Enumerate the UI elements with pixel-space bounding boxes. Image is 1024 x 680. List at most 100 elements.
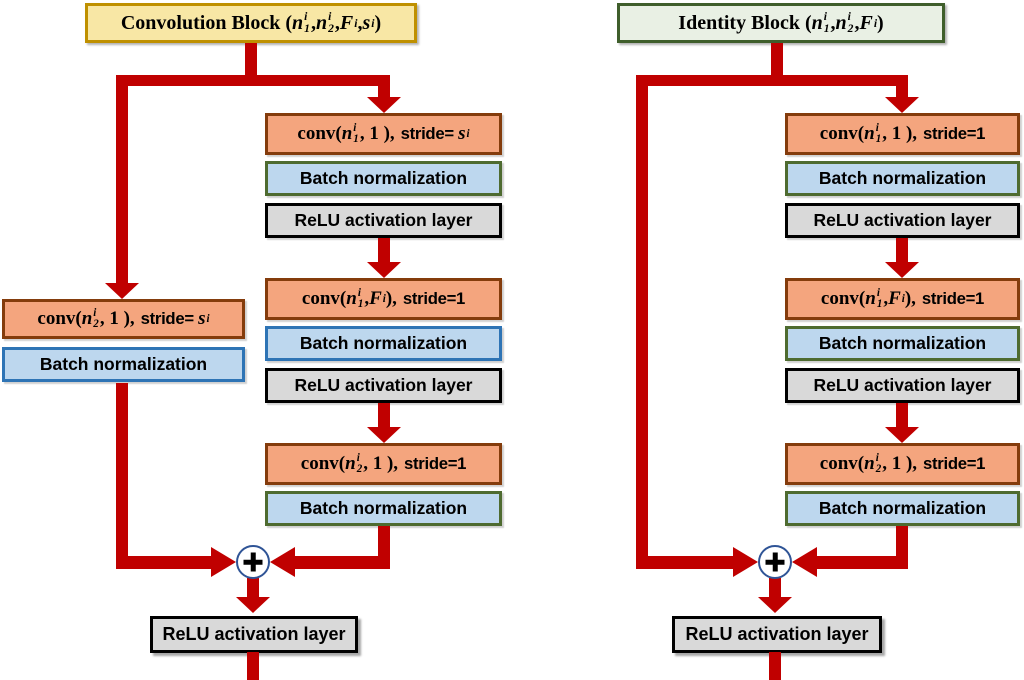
math-superscript: i bbox=[875, 121, 879, 134]
arrow-into-plus-left bbox=[733, 547, 758, 577]
label-text: conv( bbox=[819, 123, 865, 144]
plus-icon bbox=[772, 552, 778, 572]
label-text: , bbox=[357, 11, 363, 34]
arrow-into-conv1 bbox=[367, 97, 401, 113]
connector-merge-right-bar bbox=[293, 556, 390, 569]
math-variable: n bbox=[865, 288, 876, 309]
arrow-into-skip-conv bbox=[105, 283, 139, 299]
connector-plus-to-relu bbox=[769, 578, 781, 597]
math-subscript: 1 bbox=[304, 22, 310, 35]
relu-box: ReLU activation layer bbox=[785, 368, 1020, 403]
label-text: ) bbox=[374, 11, 382, 34]
math-subscript: 1 bbox=[823, 22, 830, 35]
math-variable: F bbox=[339, 11, 354, 34]
label-text: conv( bbox=[301, 288, 347, 309]
batch-norm-box: Batch normalization bbox=[785, 326, 1020, 361]
batch-norm-label: Batch normalization bbox=[299, 333, 468, 353]
label-text: , bbox=[334, 11, 340, 34]
arrow-into-final-relu bbox=[758, 597, 792, 613]
math-variable: s bbox=[458, 123, 466, 144]
label-text: ), bbox=[904, 288, 916, 309]
connector-between-groups bbox=[896, 238, 908, 262]
math-superscript: i bbox=[382, 293, 386, 305]
math-superscript: i bbox=[466, 128, 470, 140]
connector-merge-right-bar bbox=[815, 556, 908, 569]
math-superscript: i bbox=[873, 16, 878, 30]
math-variable: F bbox=[369, 288, 382, 309]
label-text: stride= bbox=[400, 124, 459, 143]
label-text: , 1 ), bbox=[363, 453, 399, 474]
math-variable: n bbox=[811, 11, 823, 34]
math-variable: n bbox=[346, 288, 357, 309]
connector-main-entry bbox=[896, 75, 908, 97]
label-text: conv( bbox=[300, 453, 346, 474]
arrow-into-plus-right bbox=[270, 547, 295, 577]
math-superscript: i bbox=[328, 10, 332, 24]
batch-norm-box: Batch normalization bbox=[785, 491, 1020, 526]
label-text: , bbox=[310, 11, 316, 34]
label-text: stride=1 bbox=[923, 124, 986, 143]
label-text: , bbox=[364, 288, 370, 309]
label-text: conv( bbox=[37, 308, 82, 329]
math-variable: s bbox=[198, 308, 206, 329]
label-text: stride= bbox=[140, 309, 199, 328]
arrow-into-conv1 bbox=[885, 97, 919, 113]
math-superscript: i bbox=[847, 10, 851, 24]
math-superscript: i bbox=[353, 121, 357, 134]
label-text: , 1 ), bbox=[882, 453, 918, 474]
arrow-into-plus-right bbox=[792, 547, 817, 577]
connector-skip-lower bbox=[116, 383, 128, 569]
math-variable: n bbox=[864, 453, 875, 474]
label-text: stride=1 bbox=[923, 454, 986, 473]
label-text: , bbox=[830, 11, 836, 34]
math-subscript: 2 bbox=[356, 463, 363, 475]
math-superscript: i bbox=[354, 16, 358, 30]
math-superscript: i bbox=[206, 313, 210, 325]
plus-icon bbox=[250, 552, 256, 572]
relu-box: ReLU activation layer bbox=[265, 203, 502, 238]
add-junction bbox=[236, 545, 270, 579]
label-text: , 1 ), bbox=[359, 123, 395, 144]
connector-main-entry bbox=[378, 75, 390, 97]
label-text: , 1 ), bbox=[99, 308, 135, 329]
label-text: , 1 ), bbox=[882, 123, 918, 144]
connector-output-tail bbox=[769, 652, 781, 680]
math-variable: s bbox=[362, 11, 371, 34]
label-text: Identity Block ( bbox=[678, 11, 812, 34]
math-subscript: 1 bbox=[876, 298, 883, 310]
relu-label: ReLU activation layer bbox=[813, 375, 992, 395]
math-superscript: i bbox=[823, 10, 827, 24]
connector-merge-left-bar bbox=[636, 556, 733, 569]
arrow-into-final-relu bbox=[236, 597, 270, 613]
label-text: stride=1 bbox=[921, 289, 985, 308]
relu-label: ReLU activation layer bbox=[294, 210, 473, 230]
batch-norm-box: Batch normalization bbox=[265, 491, 502, 526]
label-text: , bbox=[883, 288, 889, 309]
label-text: ), bbox=[385, 288, 397, 309]
arrow-between-groups bbox=[367, 427, 401, 443]
math-variable: n bbox=[315, 11, 328, 34]
label-text: , bbox=[854, 11, 860, 34]
batch-norm-label: Batch normalization bbox=[818, 498, 987, 518]
batch-norm-label: Batch normalization bbox=[818, 333, 987, 353]
math-subscript: 1 bbox=[875, 133, 882, 145]
math-variable: F bbox=[888, 288, 901, 309]
add-junction bbox=[758, 545, 792, 579]
math-subscript: 1 bbox=[357, 298, 364, 310]
connector-merge-left-bar bbox=[116, 556, 211, 569]
math-variable: n bbox=[81, 308, 93, 329]
